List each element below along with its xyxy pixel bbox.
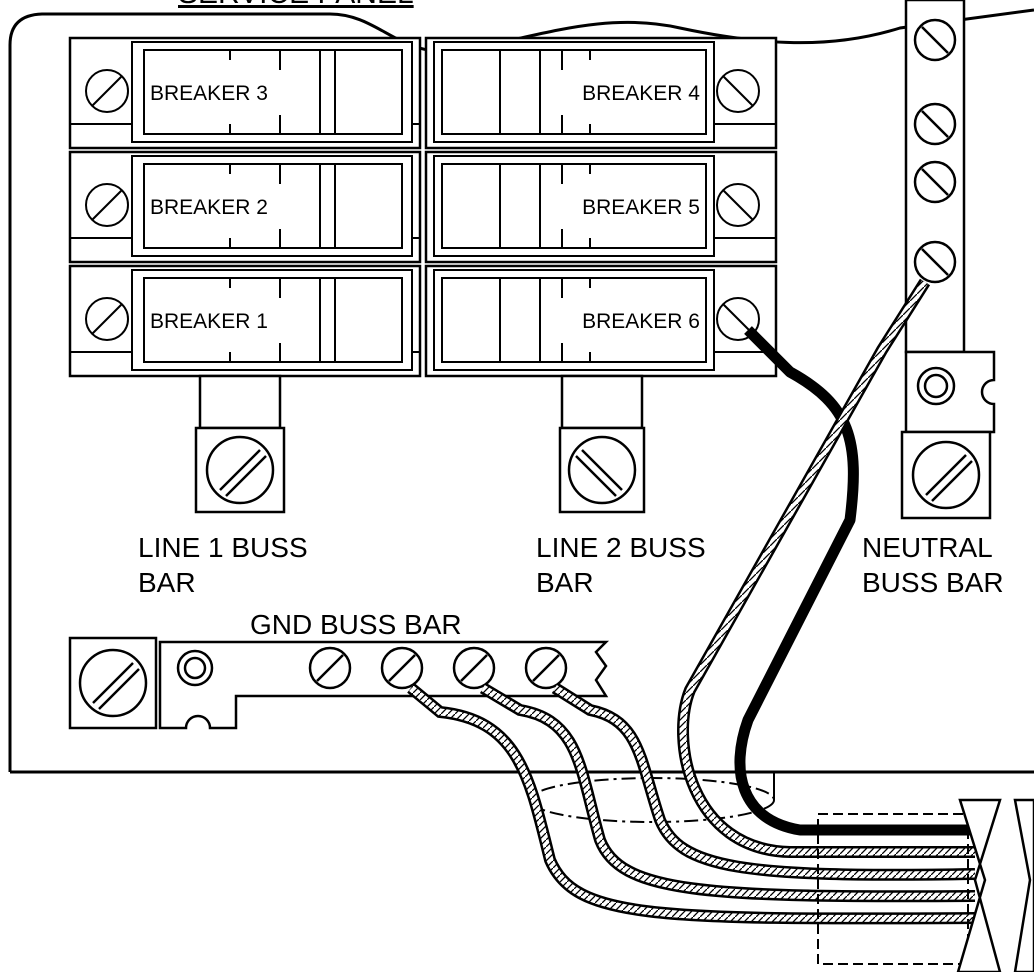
cable-break-symbol <box>956 798 1034 972</box>
breaker-4 <box>433 41 776 143</box>
breaker-6 <box>433 269 776 371</box>
breaker-5 <box>433 155 776 257</box>
neutral-buss-bar <box>900 0 996 520</box>
breaker-5-label: BREAKER 5 <box>582 196 700 219</box>
ground-wires <box>407 682 976 925</box>
line-2-label-line2: BAR <box>536 567 594 598</box>
neutral-label-line1: NEUTRAL <box>862 532 993 563</box>
line-1-buss-bar <box>194 374 286 514</box>
neutral-label-line2: BUSS BAR <box>862 567 1004 598</box>
breaker-2 <box>70 155 420 257</box>
hot-wire-black <box>734 326 975 836</box>
breaker-3 <box>70 41 420 143</box>
breaker-1-label: BREAKER 1 <box>150 310 268 333</box>
breaker-1 <box>70 269 420 371</box>
gnd-label: GND BUSS BAR <box>250 609 462 640</box>
breaker-4-label: BREAKER 4 <box>582 82 700 105</box>
line-2-buss-bar <box>558 374 646 514</box>
breaker-2-label: BREAKER 2 <box>150 196 268 219</box>
line-1-label-line2: BAR <box>138 567 196 598</box>
breaker-6-label: BREAKER 6 <box>582 310 700 333</box>
line-2-label-line1: LINE 2 BUSS <box>536 532 706 563</box>
gnd-buss-bar <box>68 636 610 730</box>
panel-title: SERVICE PANEL <box>178 0 414 10</box>
breaker-3-label: BREAKER 3 <box>150 82 268 105</box>
line-1-label-line1: LINE 1 BUSS <box>138 532 308 563</box>
cable-sheath <box>817 813 969 965</box>
